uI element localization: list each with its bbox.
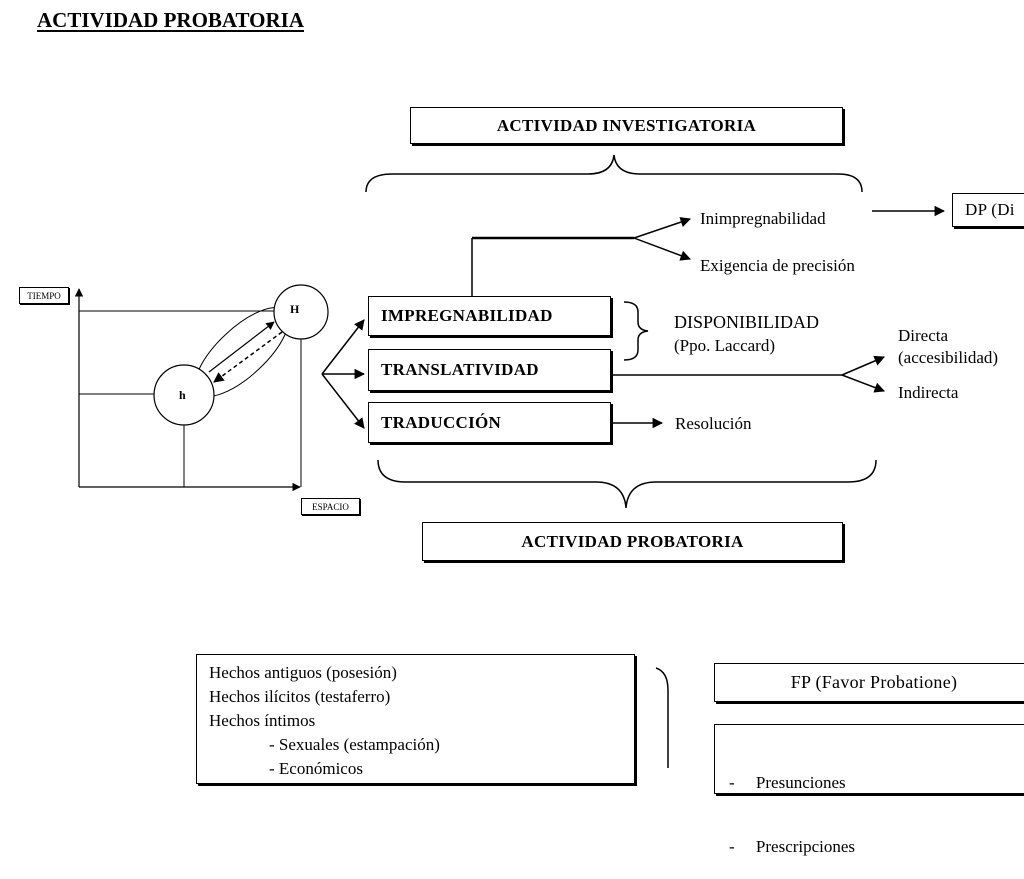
time-space-graph: [74, 284, 329, 492]
presunciones-box: - Presunciones - Prescripciones: [714, 724, 1024, 856]
node-small-label: h: [179, 388, 186, 402]
actividad-probatoria-box: ACTIVIDAD PROBATORIA: [422, 522, 843, 561]
brace-disponibilidad: [623, 301, 649, 361]
hechos-subitem: - Sexuales (estampación): [269, 735, 440, 754]
stage-traduccion: TRADUCCIÓN: [368, 402, 611, 443]
inimpregnabilidad-text: Inimpregnabilidad: [700, 209, 826, 228]
disponibilidad-text: DISPONIBILIDAD: [674, 312, 819, 332]
brace-top: [365, 154, 863, 193]
presunciones-item: - Presunciones: [729, 773, 846, 792]
laccard-text: (Ppo. Laccard): [674, 336, 776, 355]
hechos-item: Hechos ilícitos (testaferro): [209, 687, 391, 706]
hechos-box: Hechos antiguos (posesión) Hechos ilícit…: [196, 654, 635, 784]
diagram-lines: [74, 154, 946, 509]
actividad-investigatoria-box: ACTIVIDAD INVESTIGATORIA: [410, 107, 843, 144]
node-big-label: H: [290, 302, 300, 316]
dp-box: DP (Di: [952, 193, 1024, 227]
stage-translatividad: TRANSLATIVIDAD: [368, 349, 611, 391]
resolucion-text: Resolución: [675, 414, 752, 433]
brace-bottom: [377, 459, 877, 509]
page-title: ACTIVIDAD PROBATORIA: [37, 8, 305, 32]
hechos-item: Hechos antiguos (posesión): [209, 663, 397, 682]
stage-impregnabilidad: IMPREGNABILIDAD: [368, 296, 611, 336]
directa-text: Directa: [898, 326, 949, 345]
exigencia-text: Exigencia de precisión: [700, 256, 855, 275]
hechos-subitem: - Económicos: [269, 759, 363, 778]
accesibilidad-text: (accesibilidad): [898, 348, 999, 367]
fp-box: FP (Favor Probatione): [714, 663, 1024, 702]
y-axis-label: TIEMPO: [19, 287, 69, 304]
x-axis-label: ESPACIO: [301, 498, 360, 515]
hechos-item: Hechos íntimos: [209, 711, 316, 730]
indirecta-text: Indirecta: [898, 383, 959, 402]
presunciones-item: - Prescripciones: [729, 837, 856, 856]
